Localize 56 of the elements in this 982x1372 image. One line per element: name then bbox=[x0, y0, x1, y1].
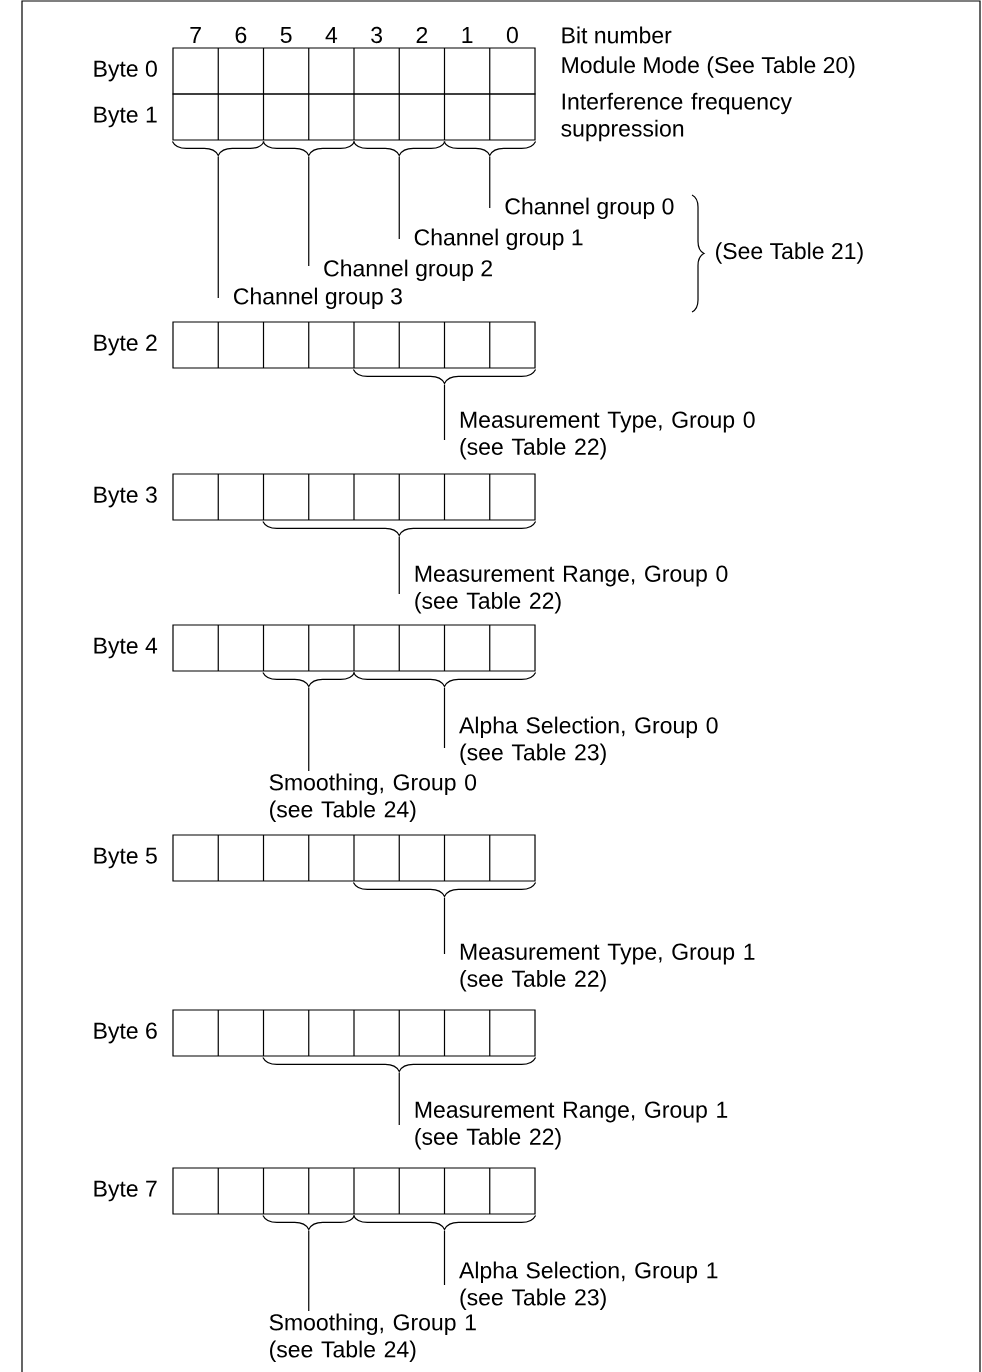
bit-number: 7 bbox=[190, 27, 201, 43]
brace bbox=[352, 881, 537, 897]
leader-line bbox=[398, 1072, 400, 1126]
row-label: Byte 4 bbox=[94, 637, 158, 659]
leader-line bbox=[489, 156, 491, 209]
field-description: Channel group 2 bbox=[324, 259, 492, 282]
brace bbox=[262, 671, 356, 687]
field-description: Channel group 1 bbox=[414, 228, 583, 251]
row-label: Byte 0 bbox=[94, 60, 157, 82]
bit-number: 1 bbox=[462, 27, 473, 43]
brace bbox=[352, 368, 537, 384]
row-label: Byte 3 bbox=[94, 486, 157, 508]
brace bbox=[262, 140, 356, 156]
brace bbox=[352, 140, 446, 156]
row-label: Byte 2 bbox=[94, 334, 157, 356]
leader-line bbox=[398, 156, 400, 240]
leader-line bbox=[308, 1230, 310, 1312]
leader-line bbox=[443, 384, 446, 441]
leader-line bbox=[398, 536, 400, 595]
note-text: (See Table 21) bbox=[716, 242, 863, 264]
leader-line bbox=[443, 1230, 446, 1286]
field-description: Smoothing, Group 1 (see Table 24) bbox=[269, 1313, 476, 1363]
field-description: Smoothing, Group 0 (see Table 24) bbox=[269, 773, 477, 822]
field-description: Alpha Selection, Group 0 (see Table 23) bbox=[459, 716, 718, 765]
bit-number: 5 bbox=[280, 27, 292, 43]
bit-number: 6 bbox=[235, 26, 247, 44]
field-description: Measurement Range, Group 0 (see Table 22) bbox=[415, 565, 728, 614]
leader-line bbox=[443, 687, 446, 749]
bit-number: 0 bbox=[506, 26, 518, 44]
field-description: Module Mode (See Table 20) bbox=[562, 56, 855, 78]
leader-line bbox=[443, 897, 446, 955]
leader-line bbox=[308, 156, 310, 267]
brace bbox=[443, 140, 537, 156]
leader-line bbox=[308, 687, 310, 772]
row-label: Byte 7 bbox=[94, 1180, 157, 1202]
field-description: Measurement Type, Group 0 (see Table 22) bbox=[460, 411, 755, 460]
leader-line bbox=[217, 156, 219, 299]
column-heading: Bit number bbox=[562, 26, 672, 44]
field-description: Channel group 0 bbox=[505, 197, 674, 220]
brace bbox=[171, 140, 265, 156]
bit-number: 3 bbox=[371, 26, 382, 44]
field-description: Alpha Selection, Group 1 (see Table 23) bbox=[459, 1261, 718, 1311]
field-description: Interference frequency suppression bbox=[561, 92, 792, 142]
brace bbox=[352, 1214, 537, 1230]
row-label: Byte 6 bbox=[94, 1022, 157, 1044]
brace bbox=[262, 520, 537, 536]
brace bbox=[262, 1056, 537, 1072]
brace bbox=[262, 1214, 356, 1230]
bit-number: 2 bbox=[416, 26, 428, 44]
field-description: Channel group 3 bbox=[234, 287, 402, 310]
field-description: Measurement Type, Group 1 (see Table 22) bbox=[460, 943, 755, 992]
row-label: Byte 1 bbox=[94, 106, 157, 128]
brace bbox=[352, 671, 537, 687]
row-label: Byte 5 bbox=[94, 847, 157, 869]
bit-number: 4 bbox=[325, 27, 338, 43]
field-description: Measurement Range, Group 1 (see Table 22) bbox=[415, 1101, 728, 1150]
